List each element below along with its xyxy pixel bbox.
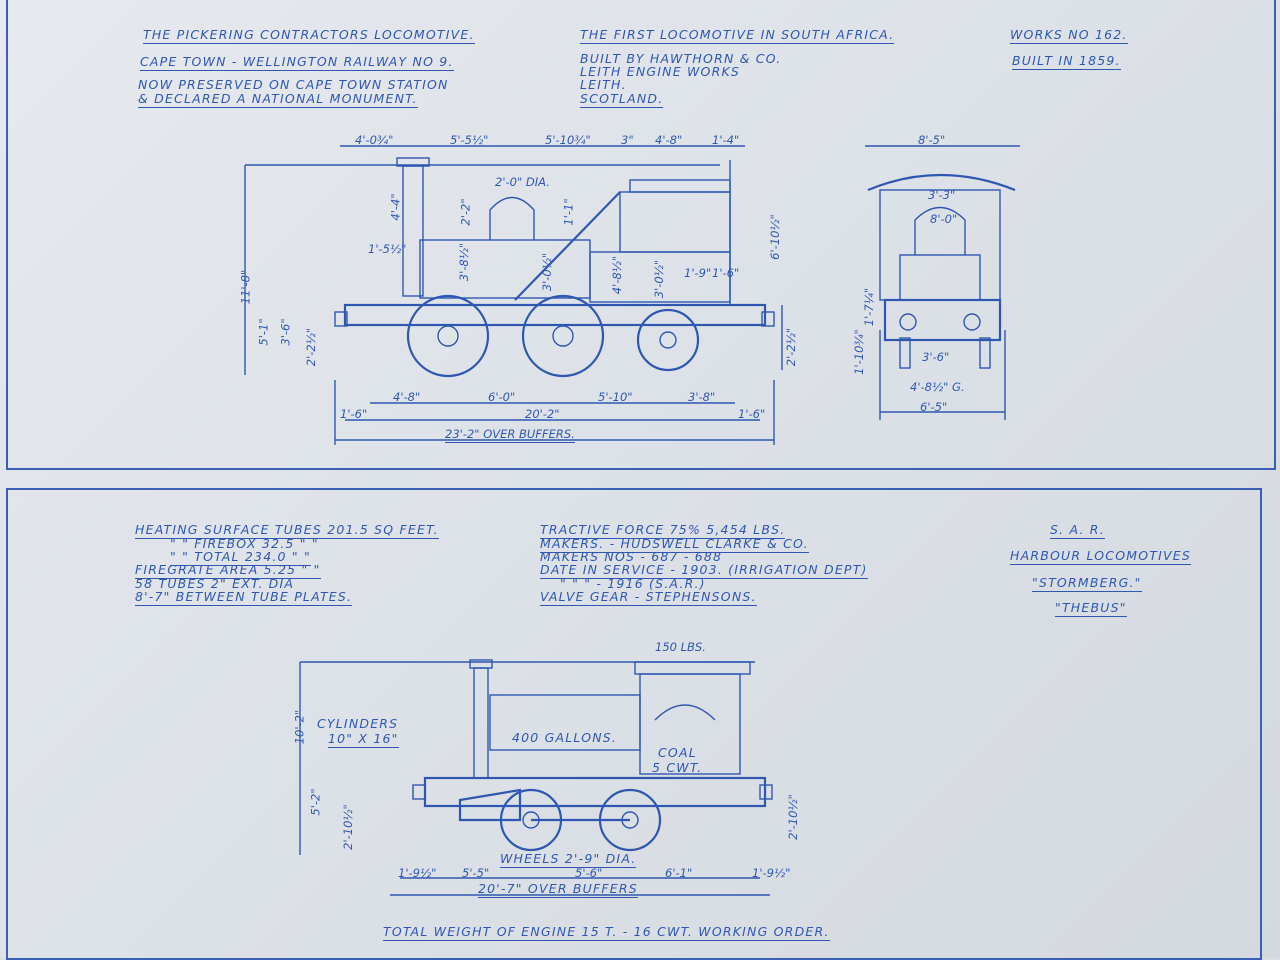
pickering-side-view [244,145,783,445]
dim-mid-1: 3'-0½" [540,252,555,292]
stormberg-label: "STORMBERG." [1032,575,1142,592]
end-dim-6: 3'-6" [922,350,950,364]
dim-over-buffers: 23'-2" OVER BUFFERS. [445,427,575,443]
buffer-height-right: 2'-10½" [785,794,800,840]
title-mid-4: LEITH. [580,77,627,92]
spec-left-2: " " FIREBOX 32.5 " " [170,536,319,551]
dim-rail-height: 2'-2½" [304,327,319,367]
bottom-dim-1: 1'-9½" [398,866,437,880]
title-mid-5: SCOTLAND. [580,91,664,108]
harbour-label: HARBOUR LOCOMOTIVES [1010,548,1191,565]
dim-overall-height: 11'-8" [238,269,253,305]
dim-top-3: 5'-10¾" [545,133,591,147]
dim-boiler-2: 2'-2" [458,198,473,226]
dim-mid-2: 4'-8½" [610,255,625,295]
spec-mid-1: TRACTIVE FORCE 75% 5,454 LBS. [540,522,786,539]
bottom-dim-2: 5'-5" [462,866,490,880]
dim-top-4: 3" [621,133,634,147]
water-capacity: 400 GALLONS. [512,730,618,745]
sar-label: S. A. R. [1050,522,1105,539]
dim-cab-h: 6'-10½" [767,214,782,260]
wheels-dia: WHEELS 2'-9" DIA. [500,851,637,868]
dim-bottom-1: 4'-8" [393,390,421,404]
spec-mid-5: " " " - 1916 (S.A.R.) [560,576,706,591]
end-dim-5: 1'-10¾" [851,329,866,375]
title-left-4: & DECLARED A NATIONAL MONUMENT. [138,91,418,108]
spec-left-1: HEATING SURFACE TUBES 201.5 SQ FEET. [135,522,439,539]
title-mid-1: THE FIRST LOCOMOTIVE IN SOUTH AFRICA. [580,27,895,44]
spec-left-3: " " TOTAL 234.0 " " [170,549,311,566]
title-mid-2: BUILT BY HAWTHORN & CO. [580,51,782,66]
pressure-label: 150 LBS. [655,640,706,654]
dim-dome-dia: 2'-0" DIA. [495,175,550,189]
dim-buffer-height: 3'-6" [278,318,293,346]
dim-right-rail: 2'-2½" [784,327,799,367]
dim-top-5: 4'-8" [655,133,683,147]
dim-bottom-3: 5'-10" [598,390,633,404]
dim-top-6: 1'-4" [712,133,740,147]
cylinders-label: CYLINDERS [317,716,399,731]
end-dim-2: 3'-3" [928,188,956,202]
title-left-1: THE PICKERING CONTRACTORS LOCOMOTIVE. [143,27,475,44]
dim-chimney: 4'-4" [388,193,403,221]
dim-mid-5: 1'-6" [712,266,740,280]
dim-mid-3: 3'-0½" [652,259,667,299]
spec-left-6: 8'-7" BETWEEN TUBE PLATES. [135,589,353,606]
dim-bottom-2: 6'-0" [488,390,516,404]
end-dim-4: 1'-7¼" [862,287,877,327]
dim-bottom-5: 1'-6" [340,407,368,421]
top-panel-frame [6,0,1276,470]
bottom-dim-4: 6'-1" [665,866,693,880]
dim-height-frame: 5'-1" [256,318,271,346]
end-width: 8'-5" [918,133,946,147]
bottom-over-buffers: 20'-7" OVER BUFFERS [478,881,638,898]
spec-mid-4: DATE IN SERVICE - 1903. (IRRIGATION DEPT… [540,562,868,579]
coal-weight: 5 CWT. [652,760,703,775]
harbour-loco-side-view [299,659,773,896]
works-number: WORKS No 162. [1010,27,1128,44]
dim-bottom-6: 20'-2" [525,407,560,421]
dim-chimney-base: 1'-5½" [368,242,407,256]
frame-height: 5'-2" [308,788,323,816]
dim-boiler-1: 3'-8½" [457,242,472,282]
bottom-dim-3: 5'-6" [575,866,603,880]
spec-left-5: 58 TUBES 2" EXT. DIA [135,576,295,591]
pickering-end-view [865,145,1020,420]
bottom-dim-5: 1'-9½" [752,866,791,880]
dim-bottom-4: 3'-8" [688,390,716,404]
coal-label: COAL [658,745,697,760]
dim-top-1: 4'-0¾" [355,133,394,147]
cylinders-size: 10" x 16" [328,731,399,748]
spec-mid-6: VALVE GEAR - STEPHENSONS. [540,589,757,606]
thebus-label: "THEBUS" [1055,600,1127,617]
title-left-2: CAPE TOWN - WELLINGTON RAILWAY No 9. [140,54,454,71]
loco-height: 10'-2" [292,709,307,745]
built-year: BUILT IN 1859. [1012,53,1121,70]
spec-mid-2: MAKERS. - HUDSWELL CLARKE & CO. [540,536,809,553]
buffer-height-left: 2'-10½" [340,804,355,850]
spec-mid-3: MAKERS Nos - 687 - 688 [540,549,723,564]
dim-bottom-7: 1'-6" [738,407,766,421]
title-mid-3: LEITH ENGINE WORKS [580,64,741,79]
title-left-3: NOW PRESERVED ON CAPE TOWN STATION [138,77,449,92]
end-width-bottom: 6'-5" [920,400,948,414]
spec-left-4: FIREGRATE AREA 5.25 " " [135,562,321,579]
dim-dome-h: 1'-1" [561,198,576,226]
end-dim-3: 8'-0" [930,212,958,226]
dim-mid-4: 1'-9" [684,266,712,280]
total-weight: TOTAL WEIGHT OF ENGINE 15 T. - 16 CWT. W… [383,924,830,941]
end-gauge: 4'-8½" G. [910,380,965,394]
dim-top-2: 5'-5½" [450,133,489,147]
